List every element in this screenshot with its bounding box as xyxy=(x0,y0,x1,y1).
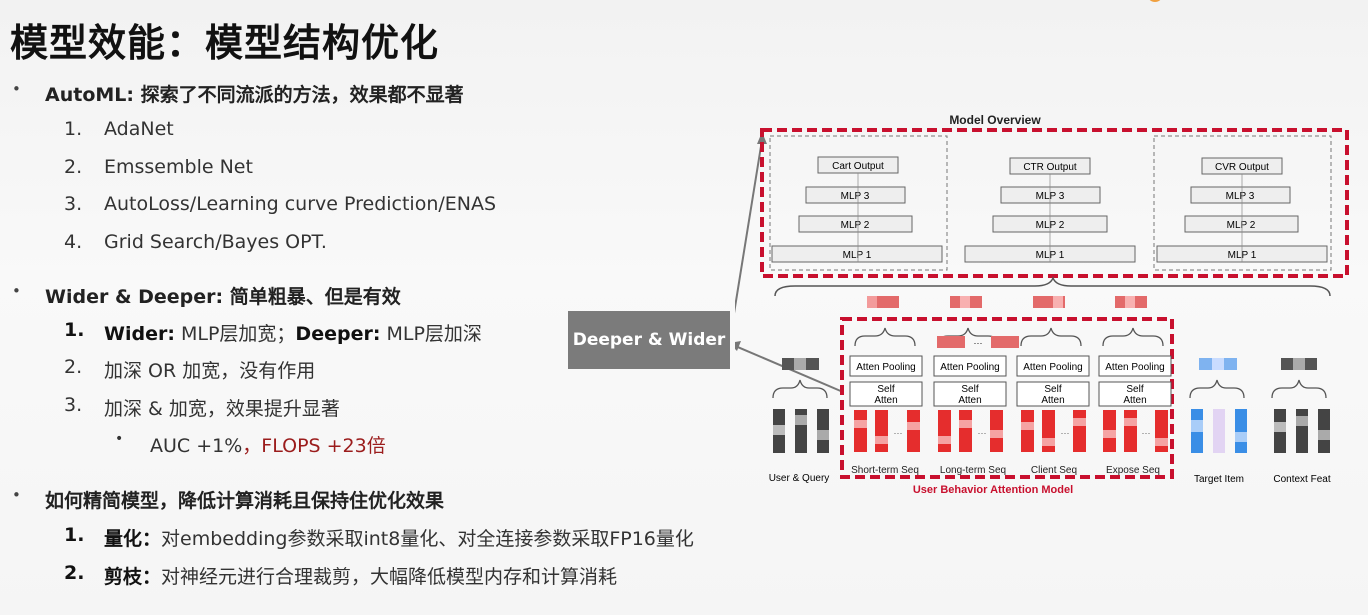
svg-text:Expose Seq: Expose Seq xyxy=(1106,465,1160,476)
list-item: 3.AutoLoss/Learning curve Prediction/ENA… xyxy=(64,193,497,215)
svg-text:MLP 1: MLP 1 xyxy=(843,250,872,261)
section-automl-heading: • AutoML: 探索了不同流派的方法，效果都不显著 xyxy=(12,80,464,106)
svg-text:Long-term Seq: Long-term Seq xyxy=(940,465,1006,476)
list-item: 4.Grid Search/Bayes OPT. xyxy=(64,231,327,253)
svg-text:CVR Output: CVR Output xyxy=(1215,162,1269,173)
list-item: 1.量化：对embedding参数采取int8量化、对全连接参数采取FP16量化 xyxy=(64,524,694,550)
behavior-box xyxy=(840,317,1174,479)
svg-text:···: ··· xyxy=(894,428,903,438)
pooled-embeddings xyxy=(867,296,1147,308)
list-item: 2.加深 OR 加宽，没有作用 xyxy=(64,356,316,382)
seq-tokens: ··· ··· ··· ··· xyxy=(854,410,1168,452)
svg-text:Atten: Atten xyxy=(958,395,981,406)
svg-text:Atten Pooling: Atten Pooling xyxy=(856,362,916,373)
svg-text:···: ··· xyxy=(978,428,987,438)
context-features: Context Feat xyxy=(1271,358,1331,485)
section-wider-deeper-heading: • Wider & Deeper: 简单粗暴、但是有效 xyxy=(12,282,401,308)
list-item: 1.AdaNet xyxy=(64,118,174,140)
svg-text:Cart Output: Cart Output xyxy=(832,161,884,172)
target-item-features: Target Item xyxy=(1189,358,1247,485)
svg-text:Atten: Atten xyxy=(1041,395,1064,406)
deeper-wider-badge: Deeper & Wider xyxy=(568,311,730,369)
svg-text:MLP 3: MLP 3 xyxy=(1226,191,1255,202)
svg-text:Atten Pooling: Atten Pooling xyxy=(940,362,1000,373)
svg-text:Target Item: Target Item xyxy=(1194,474,1244,485)
svg-text:···: ··· xyxy=(974,338,983,348)
section-compress-heading: • 如何精简模型，降低计算消耗且保持住优化效果 xyxy=(12,486,445,512)
svg-text:Atten: Atten xyxy=(1123,395,1146,406)
arrow-head xyxy=(735,341,741,351)
list-item: 1. Wider: MLP层加宽；Deeper: MLP层加深 xyxy=(64,319,482,345)
svg-text:···: ··· xyxy=(1142,428,1151,438)
arrow-head xyxy=(757,132,767,144)
tower-cart: Cart Output MLP 3 MLP 2 MLP 1 xyxy=(769,135,948,271)
seq-labels: Short-term Seq Long-term Seq Client Seq … xyxy=(851,465,1160,476)
svg-text:Self: Self xyxy=(961,384,978,395)
user-query-features: User & Query xyxy=(769,358,830,484)
diagram-title: Model Overview xyxy=(949,113,1041,127)
svg-text:User & Query: User & Query xyxy=(769,473,830,484)
list-item: 2.Emssemble Net xyxy=(64,156,253,178)
diagram-caption: User Behavior Attention Model xyxy=(913,484,1073,496)
svg-text:Atten: Atten xyxy=(874,395,897,406)
brace xyxy=(774,275,1331,297)
logo-fragment xyxy=(1149,0,1161,2)
svg-text:Atten Pooling: Atten Pooling xyxy=(1023,362,1083,373)
svg-text:CTR Output: CTR Output xyxy=(1023,162,1077,173)
svg-text:MLP 3: MLP 3 xyxy=(841,191,870,202)
model-overview-diagram: Model Overview Cart Output MLP 3 MLP 2 M… xyxy=(735,113,1349,496)
list-item: 3.加深 & 加宽，效果提升显著 xyxy=(64,394,340,420)
svg-text:Atten Pooling: Atten Pooling xyxy=(1105,362,1165,373)
svg-text:Self: Self xyxy=(1044,384,1061,395)
bullet: • xyxy=(12,80,21,98)
svg-text:MLP 2: MLP 2 xyxy=(841,220,870,231)
svg-text:Client Seq: Client Seq xyxy=(1031,465,1077,476)
list-item: 2.剪枝：对神经元进行合理裁剪，大幅降低模型内存和计算消耗 xyxy=(64,562,618,588)
svg-text:Self: Self xyxy=(1126,384,1143,395)
tower-cvr: CVR Output MLP 3 MLP 2 MLP 1 xyxy=(1153,135,1332,271)
svg-text:Short-term Seq: Short-term Seq xyxy=(851,465,919,476)
svg-text:Self: Self xyxy=(877,384,894,395)
svg-text:Context Feat: Context Feat xyxy=(1273,474,1330,485)
arrow-line xyxy=(735,139,763,314)
overview-box xyxy=(760,128,1349,278)
sub-list-item: •AUC +1%，FLOPS +23倍 xyxy=(115,431,386,457)
atten-pooling-boxes: Atten Pooling Atten Pooling Atten Poolin… xyxy=(849,355,1172,377)
slide-title: 模型效能：模型结构优化 xyxy=(10,21,440,65)
tower-ctr: CTR Output MLP 3 MLP 2 MLP 1 xyxy=(964,157,1136,263)
svg-text:MLP 2: MLP 2 xyxy=(1227,220,1256,231)
svg-text:···: ··· xyxy=(1061,428,1070,438)
